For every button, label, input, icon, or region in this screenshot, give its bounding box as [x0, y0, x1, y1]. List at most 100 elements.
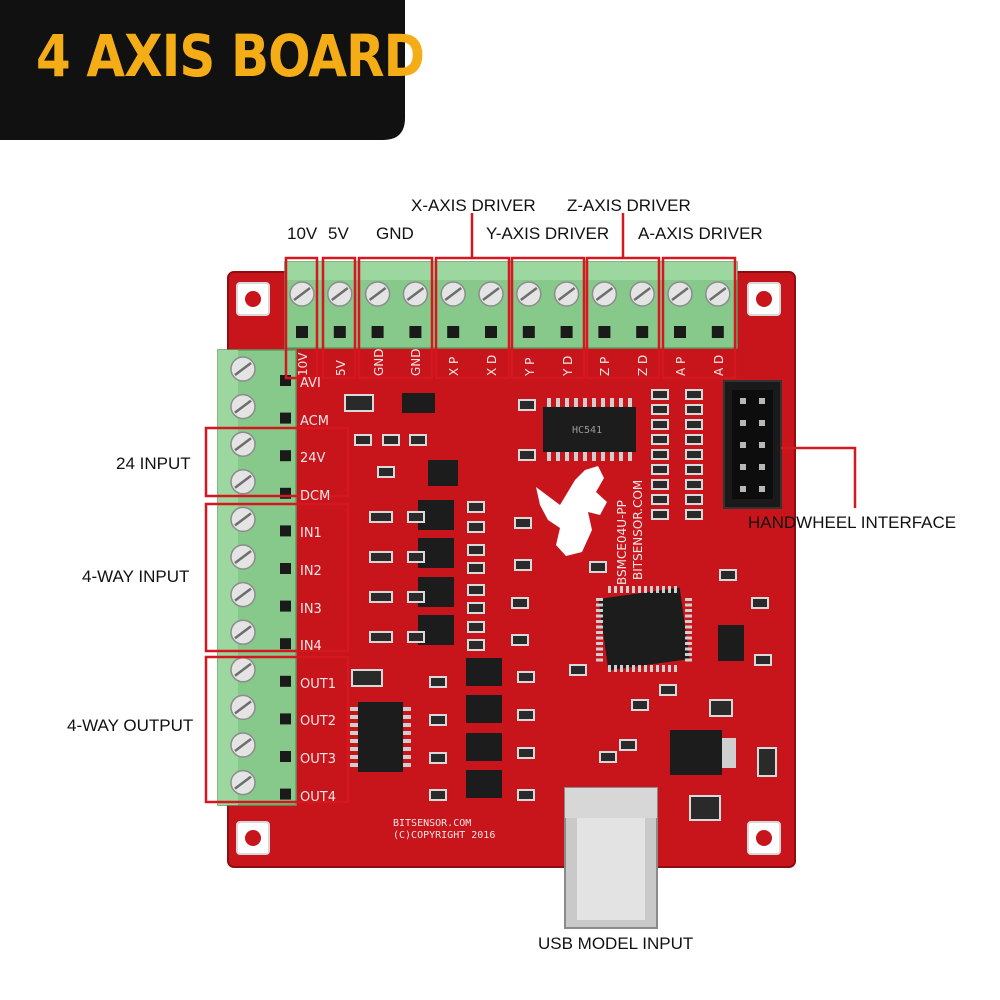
screw-terminal-top: [402, 281, 429, 338]
smd-part: [685, 494, 703, 505]
silk-pin-left: OUT2: [300, 714, 336, 730]
silk-pin-top: 10V: [296, 352, 310, 376]
smd-part: [719, 569, 737, 581]
silk-pin-top: A D: [711, 354, 726, 376]
smd-part: [754, 654, 772, 666]
smd-part: [517, 747, 535, 759]
smd-part: [651, 419, 669, 430]
smd-part: [659, 684, 677, 696]
smd-part: [354, 434, 372, 446]
screw-terminal-top: [440, 281, 466, 338]
smd-part: [407, 551, 425, 563]
label-usb-model-input: USB MODEL INPUT: [538, 934, 694, 953]
screw-terminal-top: [364, 281, 391, 338]
silk-pin-top: Z P: [598, 356, 613, 376]
silk-pin-top: X P: [447, 356, 462, 376]
smd-part: [467, 602, 485, 614]
smd-part: [599, 751, 617, 763]
smd-part: [467, 584, 485, 596]
smd-part: [467, 544, 485, 556]
label-a-axis-driver: A-AXIS DRIVER: [638, 224, 763, 243]
banner-shape: [0, 0, 405, 140]
smd-part: [369, 631, 393, 643]
screw-terminal-top: [327, 281, 353, 338]
smd-part: [429, 714, 447, 726]
screw-terminal-left: [230, 694, 291, 725]
silk-pin-top: Y P: [522, 357, 537, 376]
silk-pin-left: DCM: [300, 488, 331, 504]
screw-terminal-left: [230, 769, 291, 800]
smd-part: [407, 631, 425, 643]
silk-pin-top: X D: [485, 354, 499, 376]
smd-part: [651, 389, 669, 400]
smd-part: [518, 449, 536, 461]
smd-part: [369, 591, 393, 603]
smd-part: [689, 795, 721, 821]
smd-part: [429, 676, 447, 688]
screw-terminal-top: [289, 281, 315, 338]
smd-part: [344, 394, 374, 412]
screw-terminal-left: [230, 356, 291, 386]
screw-terminal-left: [230, 657, 291, 687]
screw-terminal-top: [553, 281, 580, 338]
smd-part: [685, 434, 703, 445]
smd-part: [511, 597, 529, 609]
smd-part: [651, 449, 669, 460]
silk-pin-top: Y D: [560, 355, 575, 376]
silk-pin-top: 5V: [333, 360, 348, 376]
chip-mcu: [596, 586, 692, 672]
smd-part: [651, 494, 669, 505]
silk-footer-site: BITSENSOR.COM: [393, 818, 472, 829]
smd-part: [709, 699, 733, 717]
callout-lines: [470, 213, 857, 508]
silk-pin-top: Z D: [636, 354, 651, 376]
smd-part: [407, 591, 425, 603]
banner-title: 4 AXIS BOARD: [36, 22, 425, 90]
smd-part: [685, 479, 703, 490]
silk-pin-left: 24V: [300, 451, 326, 467]
smd-part: [351, 669, 383, 687]
silk-pin-left: IN4: [300, 639, 322, 655]
smd-part: [467, 521, 485, 533]
silk-site: BITSENSOR.COM: [631, 479, 645, 580]
smd-part: [757, 747, 777, 777]
smd-part: [685, 449, 703, 460]
silk-pin-left: IN3: [300, 601, 322, 617]
label-4-way-output: 4-WAY OUTPUT: [67, 716, 194, 735]
smd-part: [382, 434, 400, 446]
label-10v: 10V: [287, 224, 318, 243]
screw-terminal-left: [230, 506, 291, 537]
smd-part: [651, 509, 669, 520]
smd-part: [517, 671, 535, 683]
label-4-way-input: 4-WAY INPUT: [82, 567, 190, 586]
smd-part: [651, 404, 669, 415]
smd-part: [409, 434, 427, 446]
silk-pin-top: GND: [371, 348, 386, 376]
silk-footer-copyright: (C)COPYRIGHT 2016: [393, 830, 496, 841]
screw-terminal-left: [230, 619, 291, 650]
left-terminal-block: [217, 349, 297, 806]
smd-part: [685, 509, 703, 520]
silk-pin-left: OUT1: [300, 676, 336, 692]
label-y-axis-driver: Y-AXIS DRIVER: [486, 224, 610, 243]
smd-part: [467, 562, 485, 574]
silk-pin-top: A P: [674, 356, 688, 376]
screw-terminal-left: [230, 431, 291, 462]
screw-terminal-top: [705, 281, 731, 338]
screw-terminal-left: [230, 732, 291, 762]
smd-components: [344, 389, 777, 821]
screw-terminal-left: [230, 544, 291, 574]
label-z-axis-driver: Z-AXIS DRIVER: [567, 196, 691, 215]
silk-pin-left: ACM: [300, 413, 329, 429]
screw-terminal-left: [230, 469, 291, 499]
label-24-input: 24 INPUT: [116, 454, 191, 473]
screw-terminal-top: [591, 281, 618, 338]
silk-model: BSMCE04U-PP: [615, 500, 629, 585]
screw-terminal-top: [516, 281, 542, 338]
usb-connector: [564, 787, 658, 929]
smd-part: [685, 419, 703, 430]
smd-part: [517, 789, 535, 801]
smd-part: [751, 597, 769, 609]
silk-pin-left: AVI: [300, 376, 321, 391]
